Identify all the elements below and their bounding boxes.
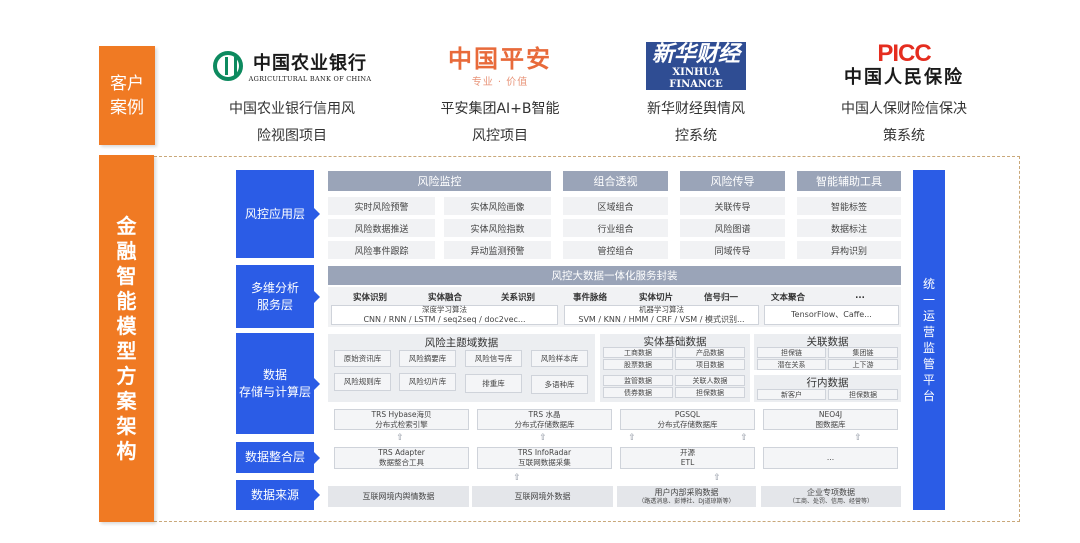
client-xinhua: 新华财经 XINHUA FINANCE 新华财经舆情风 控系统 — [596, 40, 796, 150]
ops-platform-bar: 统 一 运 营 监 管 平 台 — [913, 170, 945, 510]
service-label: 信号归一 — [703, 293, 738, 303]
pingan-logo: 中国平安 专业 · 价值 — [448, 44, 552, 88]
app-item: 风险图谱 — [680, 219, 785, 237]
group-header-smart-tools: 智能辅助工具 — [797, 171, 901, 191]
internal-item: 新客户 — [757, 389, 826, 400]
group-header-risk-conduction: 风险传导 — [680, 171, 785, 191]
source-overseas: 互联网境外数据 — [472, 486, 613, 507]
layer-application: 风控应用层 — [236, 170, 320, 258]
app-item: 同域传导 — [680, 241, 785, 259]
internal-item: 担保数据 — [828, 389, 898, 400]
engine-hybase: TRS Hybase海贝分布式检索引擎 — [334, 409, 469, 430]
app-item: 实时风险预警 — [328, 197, 435, 215]
client-abc: 中国农业银行 AGRICULTURAL BANK OF CHINA 中国农业银行… — [192, 40, 392, 150]
up-arrow-icon: ⇧ — [539, 433, 547, 443]
service-label: 事件脉络 — [572, 293, 607, 303]
entity-base-item: 股票数据 — [603, 359, 673, 370]
risk-domain-title: 风险主题域数据 — [424, 337, 499, 349]
app-item: 实体风险画像 — [444, 197, 551, 215]
up-arrow-icon: ⇧ — [396, 433, 404, 443]
app-item: 行业组合 — [563, 219, 668, 237]
source-enterprise: 企业专项数据 （工商、处罚、信用、经营等） — [761, 486, 901, 507]
risk-domain-item: 排重库 — [465, 374, 522, 393]
algorithm-machine-learning: 机器学习算法 SVM / KNN / HMM / CRF / VSM / 模式识… — [564, 305, 759, 325]
analysis-header: 风控大数据一体化服务封装 — [328, 266, 901, 285]
service-label: 实体融合 — [427, 293, 462, 303]
relation-item: 潜在关系 — [757, 359, 826, 370]
architecture-frame — [154, 156, 1020, 522]
entity-base-item: 债券数据 — [603, 387, 673, 398]
risk-domain-item: 多语种库 — [531, 375, 588, 394]
group-header-risk-monitor: 风险监控 — [328, 171, 551, 191]
up-arrow-icon: ⇧ — [513, 473, 521, 483]
risk-domain-item: 风险规则库 — [334, 373, 391, 391]
algorithm-frameworks: TensorFlow、Caffe... — [764, 305, 899, 325]
relation-item: 担保链 — [757, 347, 826, 358]
entity-base-title: 实体基础数据 — [643, 336, 707, 348]
algorithm-deep-learning: 深度学习算法 CNN / RNN / LSTM / seq2seq / doc2… — [331, 305, 558, 325]
client-caption: 平安集团AI+B智能 风控项目 — [440, 101, 560, 144]
abc-logo: 中国农业银行 AGRICULTURAL BANK OF CHINA — [192, 40, 392, 92]
client-caption: 中国人保财险信保决 策系统 — [841, 101, 967, 144]
risk-domain-item: 原始资讯库 — [334, 350, 391, 367]
app-item: 风险数据推送 — [328, 219, 435, 237]
service-label: 实体切片 — [638, 293, 673, 303]
engine-crystal: TRS 水晶分布式存储数据库 — [477, 409, 612, 430]
client-caption: 中国农业银行信用风 险视图项目 — [229, 101, 355, 144]
app-item: 异动监测预警 — [444, 241, 551, 259]
risk-domain-item: 风险切片库 — [399, 373, 456, 391]
architecture-title: 金 融 智 能 模 型 方 案 架 构 — [99, 155, 154, 522]
client-pingan: 中国平安 专业 · 价值 平安集团AI+B智能 风控项目 — [400, 40, 600, 150]
service-label: 关系识别 — [500, 293, 535, 303]
app-item: 关联传导 — [680, 197, 785, 215]
risk-domain-item: 风险样本库 — [531, 350, 588, 367]
entity-base-item: 产品数据 — [675, 347, 745, 358]
entity-base-item: 监管数据 — [603, 375, 673, 386]
app-item: 管控组合 — [563, 241, 668, 259]
app-item: 区域组合 — [563, 197, 668, 215]
picc-logo: PICC 中国人民保险 — [844, 40, 964, 89]
up-arrow-icon: ⇧ — [854, 433, 862, 443]
client-cases-tag: 客户 案例 — [99, 46, 155, 145]
entity-base-item: 工商数据 — [603, 347, 673, 358]
service-label: ... — [855, 291, 865, 301]
risk-domain-item: 风险信号库 — [465, 350, 522, 367]
app-item: 异构识别 — [797, 241, 901, 259]
relation-item: 上下游 — [828, 359, 898, 370]
entity-base-item: 担保数据 — [675, 387, 745, 398]
integration-more: ... — [763, 447, 898, 469]
client-caption: 新华财经舆情风 控系统 — [647, 101, 745, 144]
app-item: 数据标注 — [797, 219, 901, 237]
risk-domain-item: 风险摘要库 — [399, 350, 456, 367]
layer-storage: 数据存储与计算层 — [236, 333, 320, 434]
relation-title: 关联数据 — [806, 336, 849, 348]
source-internal-purchase: 用户内部采购数据 （路透消息、彭博社、DJ道琼斯等） — [617, 486, 756, 507]
layer-integration: 数据整合层 — [236, 442, 320, 473]
source-domestic: 互联网境内舆情数据 — [328, 486, 469, 507]
client-picc: PICC 中国人民保险 中国人保财险信保决 策系统 — [804, 40, 1004, 150]
app-item: 风险事件跟踪 — [328, 241, 435, 259]
abc-emblem-icon — [212, 51, 243, 81]
layer-analysis: 多维分析服务层 — [236, 265, 320, 328]
service-label: 实体识别 — [352, 293, 387, 303]
up-arrow-icon: ⇧ — [628, 433, 636, 443]
entity-base-item: 项目数据 — [675, 359, 745, 370]
app-item: 智能标签 — [797, 197, 901, 215]
app-item: 实体风险指数 — [444, 219, 551, 237]
up-arrow-icon: ⇧ — [740, 433, 748, 443]
relation-item: 集团链 — [828, 347, 898, 358]
up-arrow-icon: ⇧ — [713, 473, 721, 483]
layer-sources: 数据来源 — [236, 480, 320, 510]
group-header-portfolio: 组合透视 — [563, 171, 668, 191]
internal-title: 行内数据 — [806, 377, 849, 389]
xinhua-finance-logo: 新华财经 XINHUA FINANCE — [596, 40, 796, 92]
entity-base-item: 关联人数据 — [675, 375, 745, 386]
service-label: 文本聚合 — [770, 293, 805, 303]
